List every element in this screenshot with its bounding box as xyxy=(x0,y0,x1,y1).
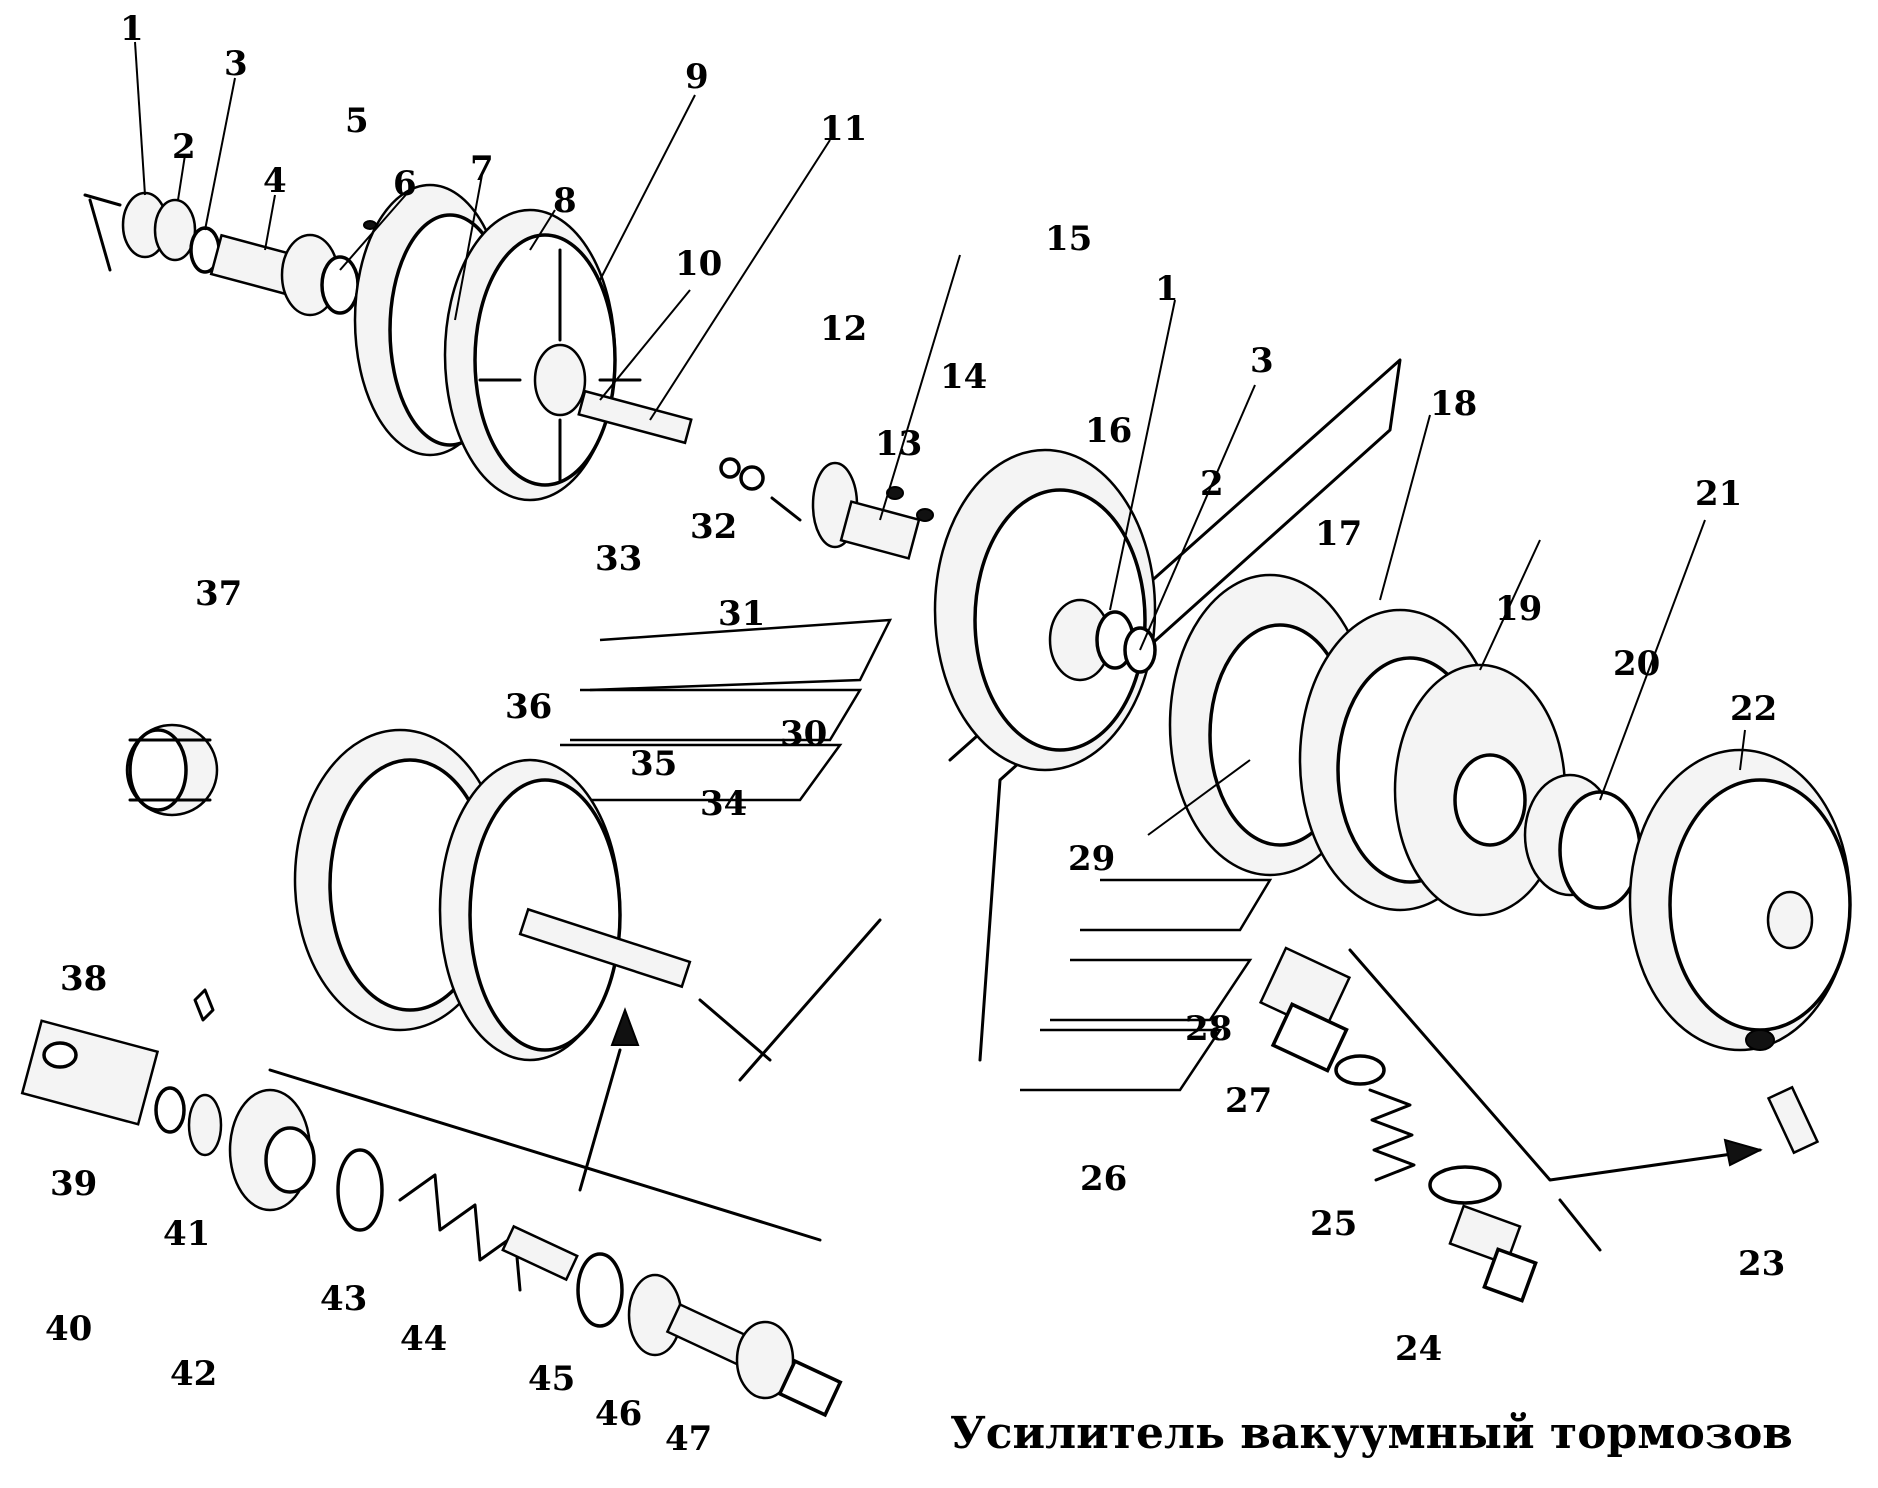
callout-33: 33 xyxy=(595,539,642,579)
callout-35: 35 xyxy=(630,744,677,784)
push-rod-group xyxy=(20,988,843,1418)
callout-2: 2 xyxy=(172,127,196,167)
callout-13: 13 xyxy=(875,424,922,464)
callout-38: 38 xyxy=(60,959,107,999)
callout-2b: 2 xyxy=(1200,464,1224,504)
leader-lines xyxy=(134,41,1746,836)
callout-1: 1 xyxy=(120,9,144,49)
callout-1b: 1 xyxy=(1155,269,1179,309)
callout-23: 23 xyxy=(1738,1244,1785,1284)
callout-34: 34 xyxy=(700,784,747,824)
assembly-guide-arrows xyxy=(83,193,1763,1252)
callout-14: 14 xyxy=(940,357,987,397)
callout-10: 10 xyxy=(675,244,722,284)
callout-29: 29 xyxy=(1068,839,1115,879)
callout-26: 26 xyxy=(1080,1159,1127,1199)
callout-28: 28 xyxy=(1185,1009,1232,1049)
callout-5: 5 xyxy=(345,101,369,141)
callout-15: 15 xyxy=(1045,219,1092,259)
callout-41: 41 xyxy=(163,1214,210,1254)
callout-12: 12 xyxy=(820,309,867,349)
callout-19: 19 xyxy=(1495,589,1542,629)
callout-17: 17 xyxy=(1315,514,1362,554)
callout-4: 4 xyxy=(263,161,287,201)
valve-group xyxy=(1258,946,1820,1303)
callout-37: 37 xyxy=(195,574,242,614)
callout-31: 31 xyxy=(718,594,765,634)
callout-18: 18 xyxy=(1430,384,1477,424)
callout-30: 30 xyxy=(780,714,827,754)
callout-45: 45 xyxy=(528,1359,575,1399)
callout-8: 8 xyxy=(553,181,577,221)
callout-42: 42 xyxy=(170,1354,217,1394)
callout-39: 39 xyxy=(50,1164,97,1204)
callout-7: 7 xyxy=(470,149,494,189)
callout-36: 36 xyxy=(505,687,552,727)
callout-11: 11 xyxy=(820,109,867,149)
callout-32: 32 xyxy=(690,507,737,547)
callout-25: 25 xyxy=(1310,1204,1357,1244)
callout-44: 44 xyxy=(400,1319,447,1359)
callout-22: 22 xyxy=(1730,689,1777,729)
callout-6: 6 xyxy=(393,164,417,204)
callout-27: 27 xyxy=(1225,1081,1272,1121)
callout-46: 46 xyxy=(595,1394,642,1434)
callout-24: 24 xyxy=(1395,1329,1442,1369)
booster-housing-group xyxy=(811,448,1852,1052)
callout-43: 43 xyxy=(320,1279,367,1319)
callout-21: 21 xyxy=(1695,474,1742,514)
callout-20: 20 xyxy=(1613,644,1660,684)
callout-47: 47 xyxy=(665,1419,712,1459)
rear-housing-group xyxy=(125,723,692,1062)
callout-9: 9 xyxy=(685,57,709,97)
callout-16: 16 xyxy=(1085,411,1132,451)
callout-labels: 1 2 3 4 5 6 7 8 9 10 11 12 13 14 15 16 1… xyxy=(45,9,1785,1459)
master-cylinder-group xyxy=(121,183,802,522)
diagram-title: Усилитель вакуумный тормозов xyxy=(950,1408,1793,1459)
callout-3b: 3 xyxy=(1250,341,1274,381)
callout-3: 3 xyxy=(224,44,248,84)
callout-40: 40 xyxy=(45,1309,92,1349)
